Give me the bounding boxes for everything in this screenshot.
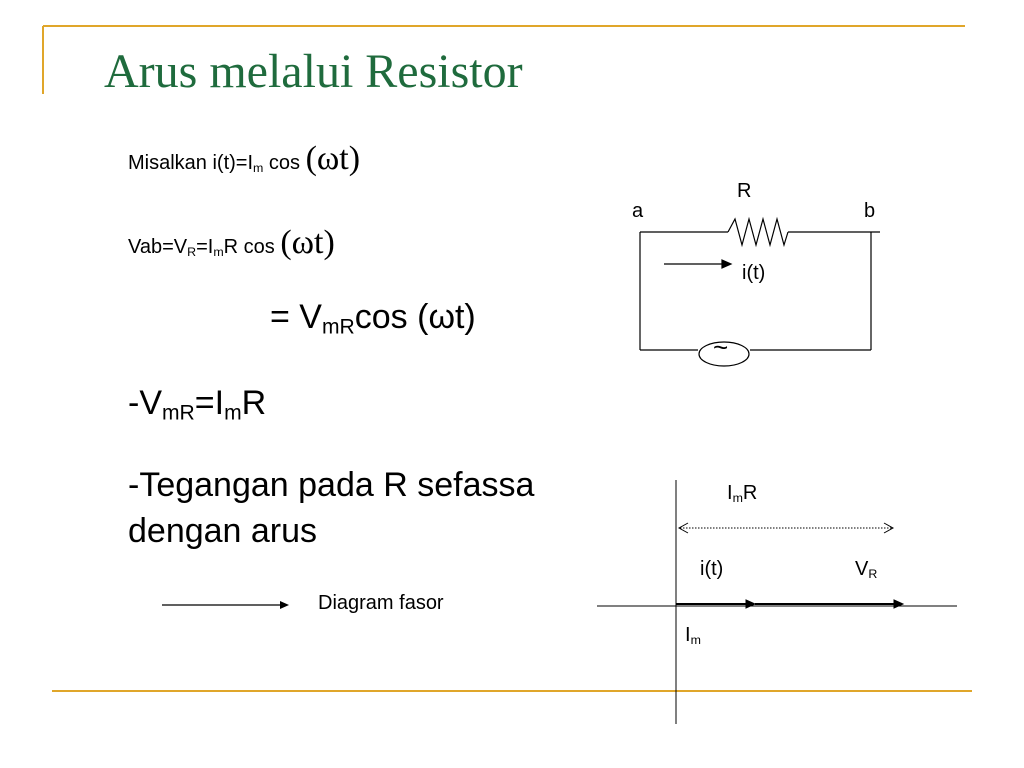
phasor-diagram <box>597 480 957 724</box>
node-b-label: b <box>864 200 876 222</box>
page-title: Arus melalui Resistor <box>104 45 523 98</box>
current-label: i(t) <box>742 262 766 284</box>
equation-line-4: -VmR=ImR <box>128 384 267 425</box>
legend-arrow <box>162 601 289 609</box>
amplitude-label: ImR <box>727 482 758 506</box>
node-a-label: a <box>632 200 644 222</box>
ac-source-symbol <box>698 341 750 367</box>
phasor-im-label: Im <box>685 624 701 648</box>
equation-line-1: Misalkan i(t)=Im cos (ωt) <box>128 140 361 177</box>
resistor-label: R <box>737 180 752 202</box>
legend-label: Diagram fasor <box>318 592 444 614</box>
phasor-current-label: i(t) <box>700 558 724 580</box>
circuit-diagram <box>639 216 880 367</box>
resistor-symbol <box>727 216 789 248</box>
source-symbol: ~ <box>713 332 729 362</box>
equation-line-5: -Tegangan pada R sefassa dengan arus <box>128 466 535 550</box>
equation-line-2: Vab=VR=ImR cos (ωt) <box>128 224 335 261</box>
equation-line-3: = VmRcos (ωt) <box>270 298 476 339</box>
phasor-voltage-label: VR <box>855 558 878 582</box>
